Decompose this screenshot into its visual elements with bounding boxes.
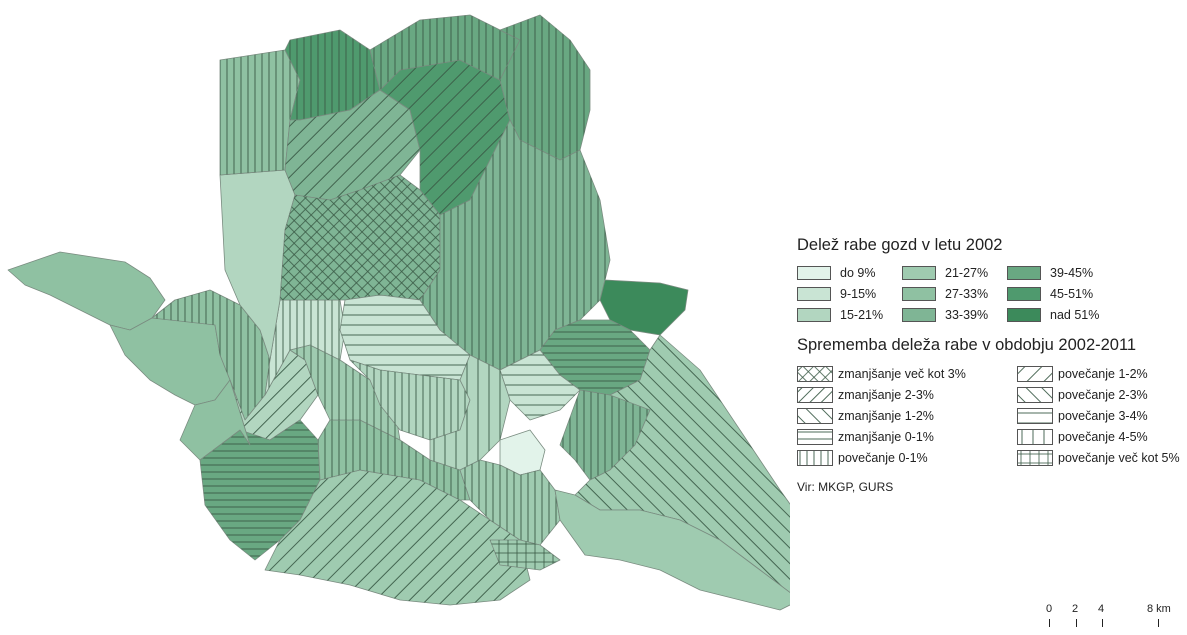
legend-swatch [1007, 266, 1041, 280]
legend-change-item: zmanjšanje 2-3% [797, 387, 1017, 403]
legend-label: zmanjšanje več kot 3% [838, 367, 966, 381]
legend-pattern-swatch [797, 408, 833, 424]
legend-density-item: 9-15% [797, 287, 902, 301]
legend-change-classes: zmanjšanje več kot 3% povečanje 1-2% zmanj… [797, 366, 1180, 466]
legend-density-item: 21-27% [902, 266, 1007, 280]
legend-label: do 9% [840, 266, 876, 280]
legend-change-item: zmanjšanje 1-2% [797, 408, 1017, 424]
legend-change-title: Sprememba deleža rabe v obdobju 2002-201… [797, 336, 1137, 354]
legend-pattern-swatch [797, 450, 833, 466]
municipality-pattern-overlay [490, 540, 560, 570]
legend-pattern-swatch [1017, 366, 1053, 382]
legend-swatch [902, 308, 936, 322]
legend-label: 45-51% [1050, 287, 1094, 301]
municipality-pattern-overlay [560, 380, 650, 480]
municipality-pattern-overlay [200, 420, 320, 560]
legend-label: 39-45% [1050, 266, 1094, 280]
municipality-region [7, 251, 166, 331]
municipality-pattern-overlay [265, 300, 345, 395]
legend-label: 9-15% [840, 287, 877, 301]
legend-label: povečanje 4-5% [1058, 430, 1148, 444]
legend-label: zmanjšanje 1-2% [838, 409, 934, 423]
municipality-pattern-overlay [460, 460, 560, 545]
municipality-pattern-overlay [420, 120, 610, 370]
legend-density-classes: do 9% 21-27% 39-45% 9-15% 27-33% 45-51% 15-21%… [797, 266, 1177, 322]
legend-pattern-swatch [797, 429, 833, 445]
legend-swatch [1007, 308, 1041, 322]
municipality-pattern-overlay [500, 15, 590, 160]
legend-pattern-swatch [1017, 387, 1053, 403]
legend-label: 15-21% [840, 308, 884, 322]
municipality-pattern-overlay [220, 50, 300, 175]
legend-swatch [902, 266, 936, 280]
legend-label: zmanjšanje 0-1% [838, 430, 934, 444]
legend-label: povečanje 2-3% [1058, 388, 1148, 402]
municipality-pattern-overlay [575, 335, 790, 593]
legend-label: 33-39% [945, 308, 989, 322]
legend-density-item: 39-45% [1007, 266, 1112, 280]
scale-tick-label: 8 km [1147, 603, 1171, 615]
source-note: Vir: MKGP, GURS [797, 480, 894, 494]
legend-label: zmanjšanje 2-3% [838, 388, 934, 402]
municipality-pattern-overlay [230, 350, 318, 445]
legend-swatch [797, 287, 831, 301]
legend-pattern-swatch [1017, 429, 1053, 445]
legend-label: povečanje 3-4% [1058, 409, 1148, 423]
legend-density-item: 27-33% [902, 287, 1007, 301]
legend-density-item: 33-39% [902, 308, 1007, 322]
map-legend: Delež rabe gozd v letu 2002 do 9% 21-27% 3… [797, 236, 1180, 494]
municipality-pattern-overlay [285, 30, 380, 120]
legend-change-item: povečanje 4-5% [1017, 429, 1177, 445]
scale-tick-label: 2 [1072, 603, 1079, 615]
municipality-region [554, 489, 790, 611]
legend-swatch [797, 308, 831, 322]
legend-pattern-swatch [797, 366, 833, 382]
legend-swatch [797, 266, 831, 280]
municipality-region [179, 379, 251, 461]
scale-tick-label: 0 [1046, 603, 1053, 615]
legend-change-item: povečanje 1-2% [1017, 366, 1177, 382]
municipality-pattern-overlay [340, 295, 470, 380]
legend-pattern-swatch [1017, 408, 1053, 424]
municipality-pattern-overlay [265, 470, 530, 605]
legend-label: 21-27% [945, 266, 989, 280]
legend-change-item: povečanje 3-4% [1017, 408, 1177, 424]
legend-change-item: povečanje 2-3% [1017, 387, 1177, 403]
legend-change-item: povečanje več kot 5% [1017, 450, 1180, 466]
municipality-pattern-overlay [152, 290, 270, 420]
municipality-map [7, 14, 790, 611]
legend-density-item: 15-21% [797, 308, 902, 322]
legend-swatch [902, 287, 936, 301]
legend-pattern-swatch [1017, 450, 1053, 466]
scale-bar: 0 2 4 8 km [1040, 603, 1180, 633]
municipality-pattern-overlay [280, 175, 440, 300]
legend-label: povečanje 0-1% [838, 451, 928, 465]
legend-change-item: zmanjšanje več kot 3% [797, 366, 1017, 382]
legend-label: povečanje 1-2% [1058, 367, 1148, 381]
scale-tick-label: 4 [1098, 603, 1105, 615]
legend-change-item: zmanjšanje 0-1% [797, 429, 1017, 445]
municipality-pattern-overlay [350, 360, 470, 440]
municipality-pattern-overlay [370, 15, 520, 90]
municipality-pattern-overlay [430, 355, 510, 470]
legend-density-item: 45-51% [1007, 287, 1112, 301]
legend-density-item: nad 51% [1007, 308, 1112, 322]
legend-label: povečanje več kot 5% [1058, 451, 1180, 465]
legend-label: nad 51% [1050, 308, 1100, 322]
legend-change-item: povečanje 0-1% [797, 450, 1017, 466]
legend-label: 27-33% [945, 287, 989, 301]
municipality-pattern-overlay [500, 350, 580, 420]
municipality-pattern-overlay [540, 320, 650, 395]
municipality-pattern-overlay [318, 420, 470, 500]
legend-density-title: Delež rabe gozd v letu 2002 [797, 236, 1003, 254]
legend-swatch [1007, 287, 1041, 301]
legend-pattern-swatch [797, 387, 833, 403]
legend-density-item: do 9% [797, 266, 902, 280]
municipality-pattern-overlay [290, 345, 400, 440]
municipality-pattern-overlay [380, 60, 510, 215]
municipality-pattern-overlay [285, 90, 420, 200]
